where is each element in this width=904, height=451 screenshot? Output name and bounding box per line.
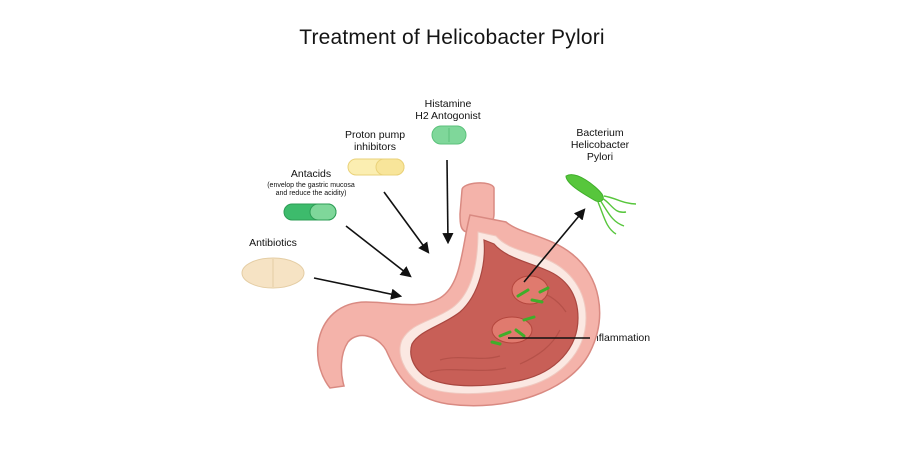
proton-pump-capsule (347, 158, 405, 176)
bacteria-cluster (490, 286, 550, 346)
label-antacids-note1: (envelop the gastric mucosa (267, 182, 355, 189)
arrow-proton-pump (383, 191, 430, 254)
label-histamine: Histamine H2 Antogonist (408, 98, 488, 122)
label-inflammation-text: Inflammation (590, 332, 651, 344)
label-proton-pump: Proton pump inhibitors (333, 129, 417, 153)
arrow-histamine (442, 159, 454, 245)
label-bacterium-line2: Helicobacter (570, 139, 630, 151)
label-inflammation: Inflammation (590, 332, 666, 344)
label-antacids: Antacids (envelop the gastric mucosa and… (256, 168, 366, 198)
label-histamine-line2: H2 Antogonist (415, 110, 481, 122)
page-title: Treatment of Helicobacter Pylori (299, 26, 605, 49)
label-antacids-note2: and reduce the acidity) (275, 190, 347, 197)
label-bacterium-line3: Pylori (586, 151, 614, 163)
label-histamine-line1: Histamine (424, 98, 472, 110)
histamine-pill (431, 125, 467, 145)
arrow-to-bacterium (523, 208, 586, 283)
antibiotics-tablet (241, 257, 305, 289)
label-bacterium: Bacterium Helicobacter Pylori (560, 127, 640, 163)
antacids-capsule (283, 203, 337, 221)
bacterium-illustration (565, 174, 637, 235)
stomach (316, 182, 601, 407)
label-antacids-title: Antacids (290, 168, 332, 180)
label-bacterium-line1: Bacterium (576, 127, 624, 139)
label-antibiotics: Antibiotics (238, 237, 308, 249)
label-proton-line1: Proton pump (344, 129, 406, 141)
arrows (313, 159, 586, 300)
label-proton-line2: inhibitors (353, 141, 397, 153)
arrow-antacids (345, 225, 412, 278)
stomach-rugae (429, 289, 567, 373)
arrow-antibiotics (313, 277, 403, 300)
label-antibiotics-text: Antibiotics (249, 237, 297, 249)
